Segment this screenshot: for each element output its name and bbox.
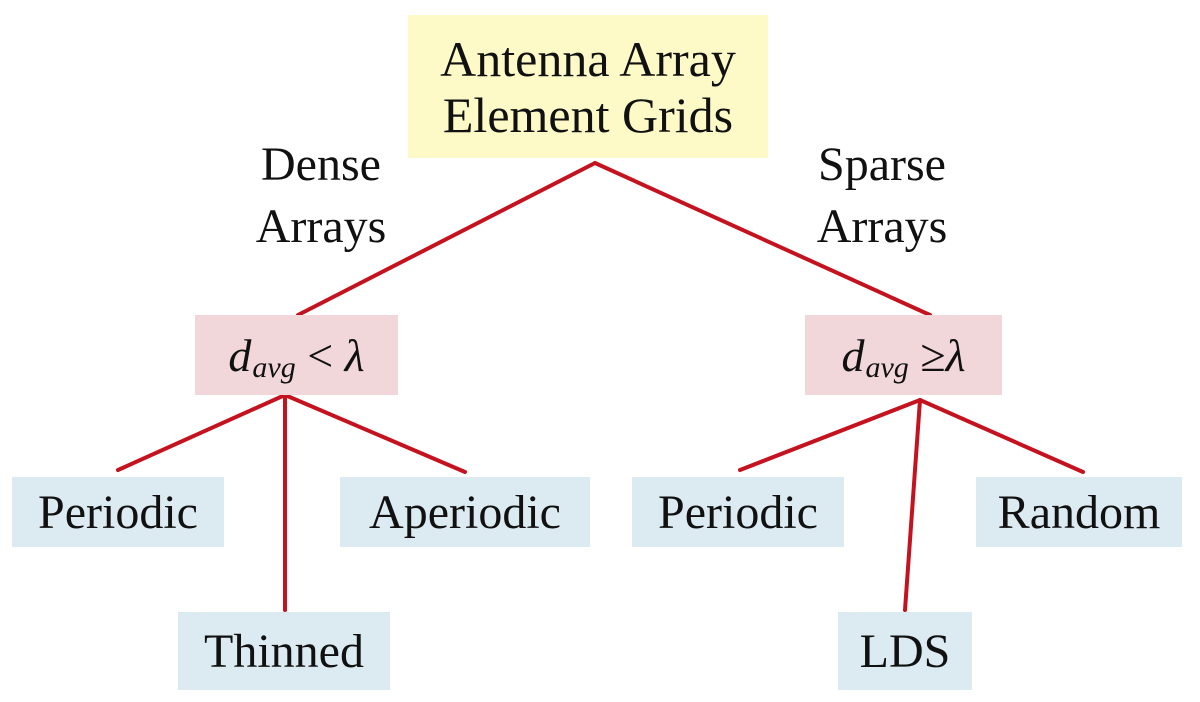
edge-sparse-periodic <box>738 398 922 472</box>
branch-label-sparse: Sparse Arrays <box>784 134 980 258</box>
branch-sparse-line-1: Sparse <box>818 138 946 191</box>
condition-dense-op: < <box>307 329 334 381</box>
edge-sparse-lds <box>903 398 922 612</box>
edge-root-sparse <box>593 161 932 317</box>
condition-dense-var: d <box>228 329 252 381</box>
leaf-aperiodic: Aperiodic <box>340 477 590 547</box>
root-line-1: Antenna Array <box>440 30 736 87</box>
condition-sparse-var: d <box>841 329 865 381</box>
edge-dense-periodic <box>116 393 287 472</box>
condition-sparse-op: ≥ <box>920 329 946 381</box>
condition-sparse-sym: λ <box>945 329 966 381</box>
leaf-periodic-dense: Periodic <box>12 477 224 547</box>
edge-sparse-random <box>918 398 1085 474</box>
condition-dense-sub: avg <box>252 351 296 384</box>
branch-sparse-line-2: Arrays <box>816 200 948 253</box>
leaf-periodic-sparse: Periodic <box>632 477 844 547</box>
condition-sparse-sub: avg <box>865 351 909 384</box>
leaf-random: Random <box>976 477 1182 547</box>
edge-dense-aperiodic <box>283 393 467 474</box>
leaf-thinned: Thinned <box>178 612 390 690</box>
root-node: Antenna Array Element Grids <box>408 15 768 158</box>
branch-dense-line-2: Arrays <box>255 200 387 253</box>
edge-root-dense <box>296 161 597 317</box>
branch-label-dense: Dense Arrays <box>226 134 416 258</box>
condition-dense-sym: λ <box>344 329 365 381</box>
leaf-lds: LDS <box>838 612 972 690</box>
branch-dense-line-1: Dense <box>261 138 381 191</box>
root-line-2: Element Grids <box>442 86 734 143</box>
